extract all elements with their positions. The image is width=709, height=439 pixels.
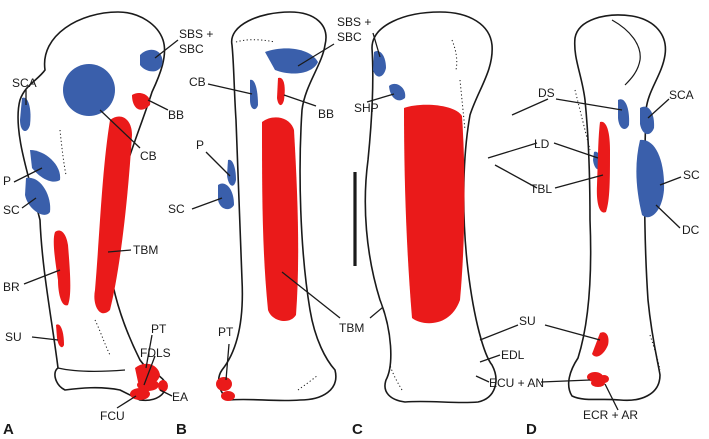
label-d-tbl: TBL — [530, 182, 552, 196]
label-d-ecu-an: ECU + AN — [489, 376, 544, 390]
a-br — [53, 230, 71, 306]
label-b-pt: PT — [218, 325, 234, 339]
a-tbm — [94, 116, 132, 314]
a-sc — [25, 177, 51, 215]
label-a-sbs-sbc-line1: SBS + — [179, 27, 213, 41]
b-sbs-sbc — [265, 48, 318, 74]
panel-d-leaders — [475, 98, 682, 411]
a-cb-origin — [63, 64, 115, 116]
label-b-cb: CB — [189, 75, 206, 89]
label-a-cb: CB — [140, 149, 157, 163]
d-sc-dc — [636, 139, 665, 218]
label-a-p: P — [3, 174, 11, 188]
b-bb — [277, 77, 285, 106]
label-b-sc: SC — [168, 202, 185, 216]
d-ds — [618, 99, 630, 130]
d-sca — [640, 106, 655, 135]
panel-c-attachments — [373, 50, 465, 324]
label-d-ecr-ar: ECR + AR — [583, 408, 638, 422]
a-sbs-sbc — [140, 49, 163, 72]
label-d-ds: DS — [538, 86, 555, 100]
label-a-tbm: TBM — [133, 243, 158, 257]
label-d-sc: SC — [683, 168, 700, 182]
label-b-bb: BB — [318, 107, 334, 121]
d-tbl — [596, 121, 610, 213]
label-a-su: SU — [5, 330, 22, 344]
label-b-sbs-sbc-line1: SBS + — [337, 15, 371, 29]
label-d-su: SU — [519, 314, 536, 328]
label-b-p: P — [196, 138, 204, 152]
label-a-br: BR — [3, 280, 20, 294]
label-a-sca: SCA — [12, 76, 37, 90]
label-a-ea: EA — [172, 390, 188, 404]
a-fdls — [137, 379, 159, 391]
a-bb — [132, 93, 151, 110]
b-p — [227, 159, 236, 186]
label-tbm-shared: TBM — [339, 321, 364, 335]
label-b-sbs-sbc-line2: SBC — [337, 30, 362, 44]
panel-a-labels: SBS + SBC SCA BB CB P SC TBM BR SU PT FD… — [3, 27, 213, 423]
d-su — [592, 332, 609, 357]
label-c-shp: SHP — [354, 101, 379, 115]
label-d-ld: LD — [534, 137, 550, 151]
a-p — [30, 150, 61, 182]
b-ea — [221, 391, 235, 401]
panel-c-leaders — [366, 32, 395, 103]
panel-label-d: D — [526, 421, 537, 438]
panel-b-attachments — [216, 48, 318, 401]
label-d-edl: EDL — [501, 348, 525, 362]
label-d-sca: SCA — [669, 88, 694, 102]
panel-d-labels: DS SCA LD TBL SC DC SU EDL ECU + AN ECR … — [489, 86, 700, 422]
a-su — [56, 324, 64, 348]
panel-b-leaders — [191, 43, 335, 381]
b-sc — [218, 183, 234, 210]
label-a-sc: SC — [3, 203, 20, 217]
b-cb — [250, 79, 258, 110]
panel-a-leaders — [13, 39, 179, 409]
panel-d-attachments — [587, 99, 665, 387]
c-tbm — [404, 104, 465, 324]
label-a-fcu: FCU — [100, 409, 125, 423]
panel-label-b: B — [176, 421, 187, 438]
a-sca — [20, 97, 31, 132]
d-ecr-ar — [599, 375, 609, 383]
panel-label-a: A — [3, 421, 14, 438]
b-pt — [216, 377, 232, 391]
label-a-bb: BB — [168, 108, 184, 122]
panel-b-labels: SBS + SBC CB BB P SC PT — [168, 15, 371, 339]
c-sbs-sbc — [373, 50, 386, 77]
panel-a-attachments — [20, 49, 168, 400]
label-a-fdls: FDLS — [140, 346, 171, 360]
b-tbm — [262, 117, 299, 322]
a-ea — [158, 380, 168, 392]
c-shp — [389, 83, 406, 101]
label-d-dc: DC — [682, 223, 700, 237]
label-a-pt: PT — [151, 322, 167, 336]
panel-label-c: C — [352, 421, 363, 438]
label-a-sbs-sbc-line2: SBC — [179, 42, 204, 56]
